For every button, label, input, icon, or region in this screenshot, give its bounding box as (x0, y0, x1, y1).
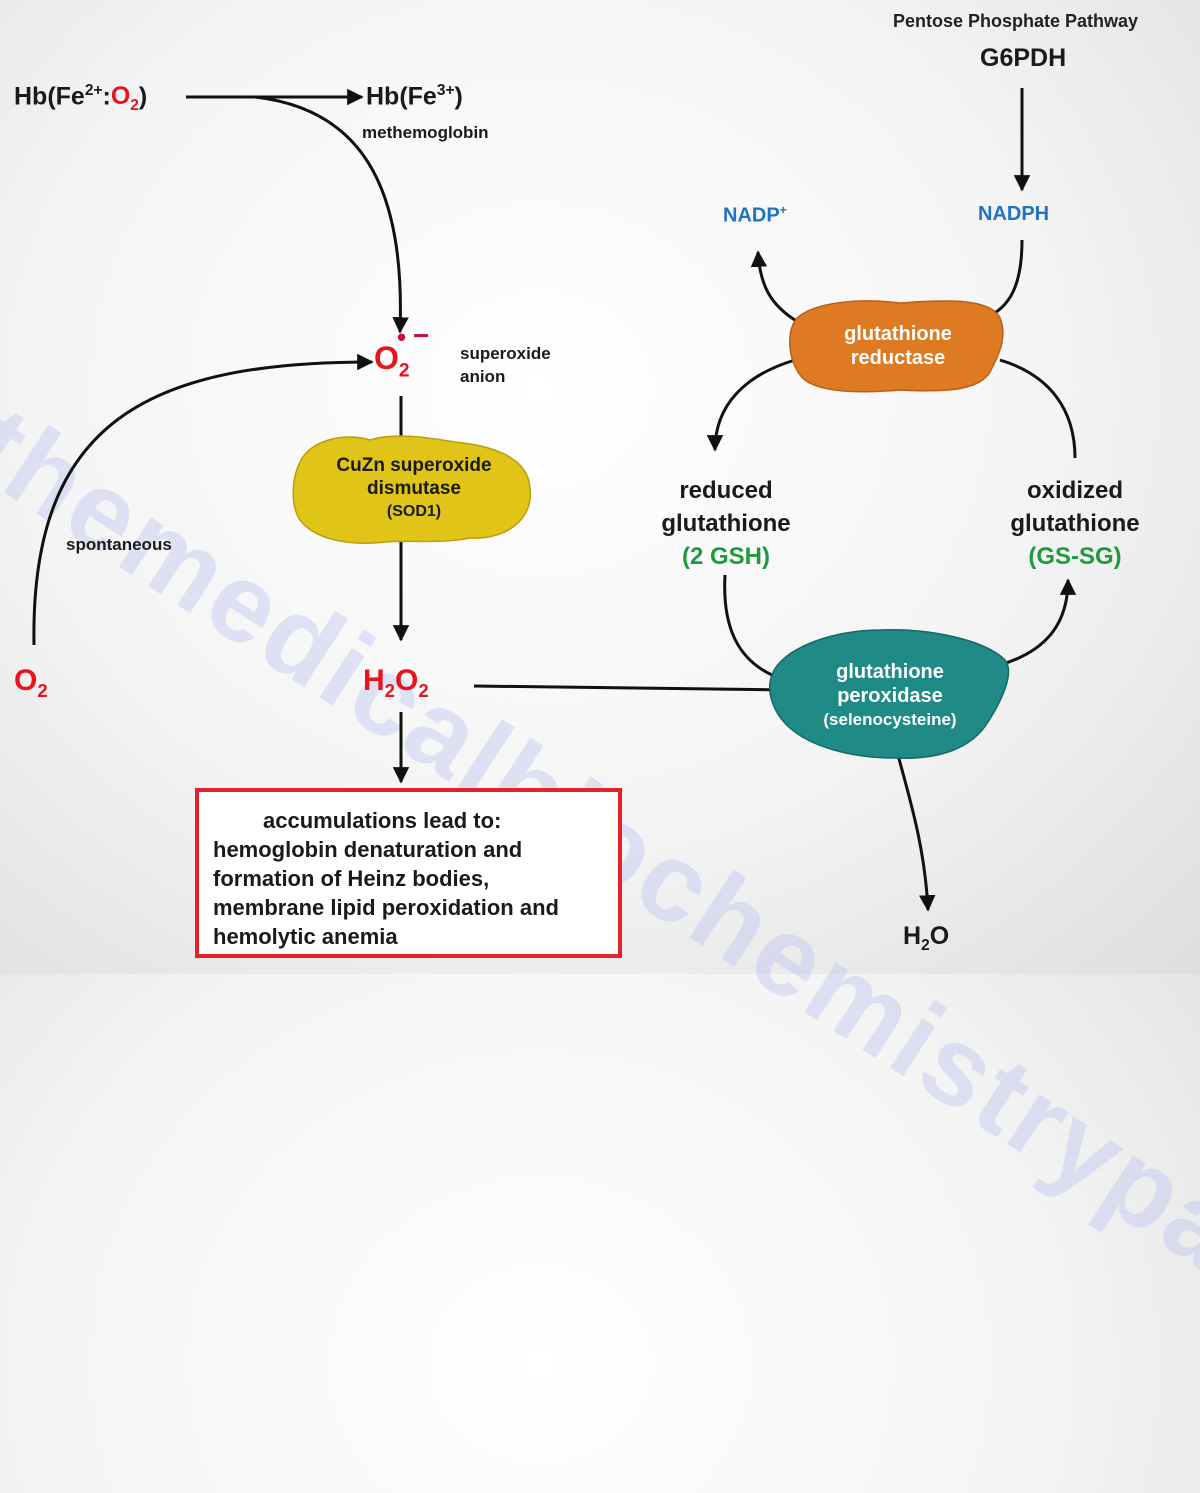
oxyhemoglobin-charge: 2+ (84, 82, 103, 99)
line-nadph-to-reductase (984, 239, 1024, 320)
sod-line3: (SOD1) (386, 503, 442, 520)
arrow-hb-to-superoxide (254, 95, 409, 334)
water-h-sub: 2 (921, 937, 930, 954)
superoxide-charge: − (413, 320, 430, 351)
pentose-phosphate-pathway-title: Pentose Phosphate Pathway (893, 11, 1139, 31)
superoxide-symbol: O2 (374, 340, 410, 382)
oxyhemoglobin-oxygen-sub: 2 (130, 97, 139, 115)
line-gssg-to-reductase (999, 358, 1077, 459)
arrow-peroxidase-to-gssg (999, 578, 1077, 667)
gsh-line2: glutathione (661, 510, 791, 537)
arrow-reductase-to-nadp (750, 250, 799, 324)
line-h2o2-to-peroxidase (473, 684, 791, 692)
oxyhemoglobin-prefix: Hb(Fe (14, 82, 85, 111)
gssg-line3: (GS-SG) (1028, 543, 1122, 570)
nadph-label: NADPH (978, 203, 1050, 225)
arrow-reductase-to-gsh (706, 358, 796, 452)
h2o2-h-sub: 2 (384, 680, 396, 701)
sod-line1: CuZn superoxide (336, 455, 492, 476)
h2o2-o-sub: 2 (418, 680, 429, 701)
pathway-arrows-layer (32, 88, 1077, 912)
gssg-line1: oxidized (1026, 477, 1123, 504)
water-molecule: H2O (903, 922, 949, 955)
reduced-glutathione-label: reduced glutathione (2 GSH) (636, 474, 816, 573)
gpx-line2: peroxidase (837, 685, 943, 707)
gpx-line3: (selenocysteine) (823, 710, 957, 729)
water-o: O (929, 922, 950, 950)
water-h: H (903, 922, 922, 950)
outcome-line3: formation of Heinz bodies, (213, 866, 490, 891)
nadp-prefix: NADP (723, 204, 780, 227)
oxygen-molecule: O2 (14, 664, 48, 702)
oxyhemoglobin-oxygen: O2 (110, 82, 139, 114)
arrow-o2-to-superoxide (32, 353, 374, 646)
hydrogen-peroxide: H2O2 (363, 664, 429, 702)
outcome-line1: accumulations lead to: (263, 808, 502, 833)
oxyhemoglobin-close: ) (138, 82, 148, 111)
line-gsh-to-peroxidase (723, 574, 773, 677)
superoxide-anion-label: superoxide anion (460, 342, 551, 388)
sod-line2: dismutase (367, 478, 461, 499)
gsh-line1: reduced (679, 477, 773, 504)
oxyhemoglobin-oxygen-symbol: O (110, 82, 131, 111)
spontaneous-label: spontaneous (66, 535, 172, 554)
gsh-line3: (2 GSH) (681, 543, 770, 570)
outcome-line2: hemoglobin denaturation and (213, 837, 523, 862)
glutathione-reductase-label: glutathione reductase (800, 322, 996, 370)
gpx-line1: glutathione (836, 661, 944, 683)
g6pdh-label: G6PDH (980, 44, 1067, 72)
sod-enzyme-label: CuZn superoxide dismutase (SOD1) (300, 454, 528, 523)
methemoglobin-name: methemoglobin (362, 123, 489, 142)
glutathione-peroxidase-label: glutathione peroxidase (selenocysteine) (785, 660, 995, 732)
superoxide-o: O (374, 340, 399, 376)
oxyhemoglobin-label: Hb(Fe2+:O2) (14, 82, 147, 115)
gssg-line2: glutathione (1010, 510, 1140, 537)
h2o2-h: H (363, 664, 385, 697)
oxygen-sub: 2 (37, 680, 48, 701)
oxygen-symbol: O (14, 664, 38, 697)
nadp-charge: + (779, 203, 787, 217)
oxyhemoglobin-colon: : (102, 82, 111, 111)
outcome-box: accumulations lead to: hemoglobin denatu… (195, 788, 622, 958)
sod-enzyme-shape (292, 435, 532, 544)
methemoglobin-formula: Hb(Fe3+) (366, 82, 463, 111)
nadp-label: NADP+ (723, 203, 787, 228)
outcome-line5: hemolytic anemia (213, 924, 398, 949)
superoxide-label-line2: anion (460, 367, 506, 386)
pathway-diagram: themedicalbiochemistrypage.org (0, 11, 1200, 1491)
methemoglobin-prefix: Hb(Fe (366, 82, 437, 111)
oxidized-glutathione-label: oxidized glutathione (GS-SG) (990, 474, 1160, 573)
superoxide-radical-dot: • (397, 322, 407, 352)
methemoglobin-close: ) (454, 82, 463, 111)
glutathione-peroxidase-shape (769, 629, 1010, 759)
arrow-peroxidase-to-water (896, 754, 936, 912)
glutathione-reductase-shape (789, 300, 1004, 393)
gr-line1: glutathione (844, 323, 952, 345)
superoxide-sub: 2 (398, 360, 410, 382)
outcome-line4: membrane lipid peroxidation and (213, 895, 559, 920)
gr-line2: reductase (850, 347, 946, 369)
methemoglobin-charge: 3+ (436, 82, 455, 99)
h2o2-o: O (395, 664, 419, 697)
superoxide-label-line1: superoxide (460, 344, 551, 363)
